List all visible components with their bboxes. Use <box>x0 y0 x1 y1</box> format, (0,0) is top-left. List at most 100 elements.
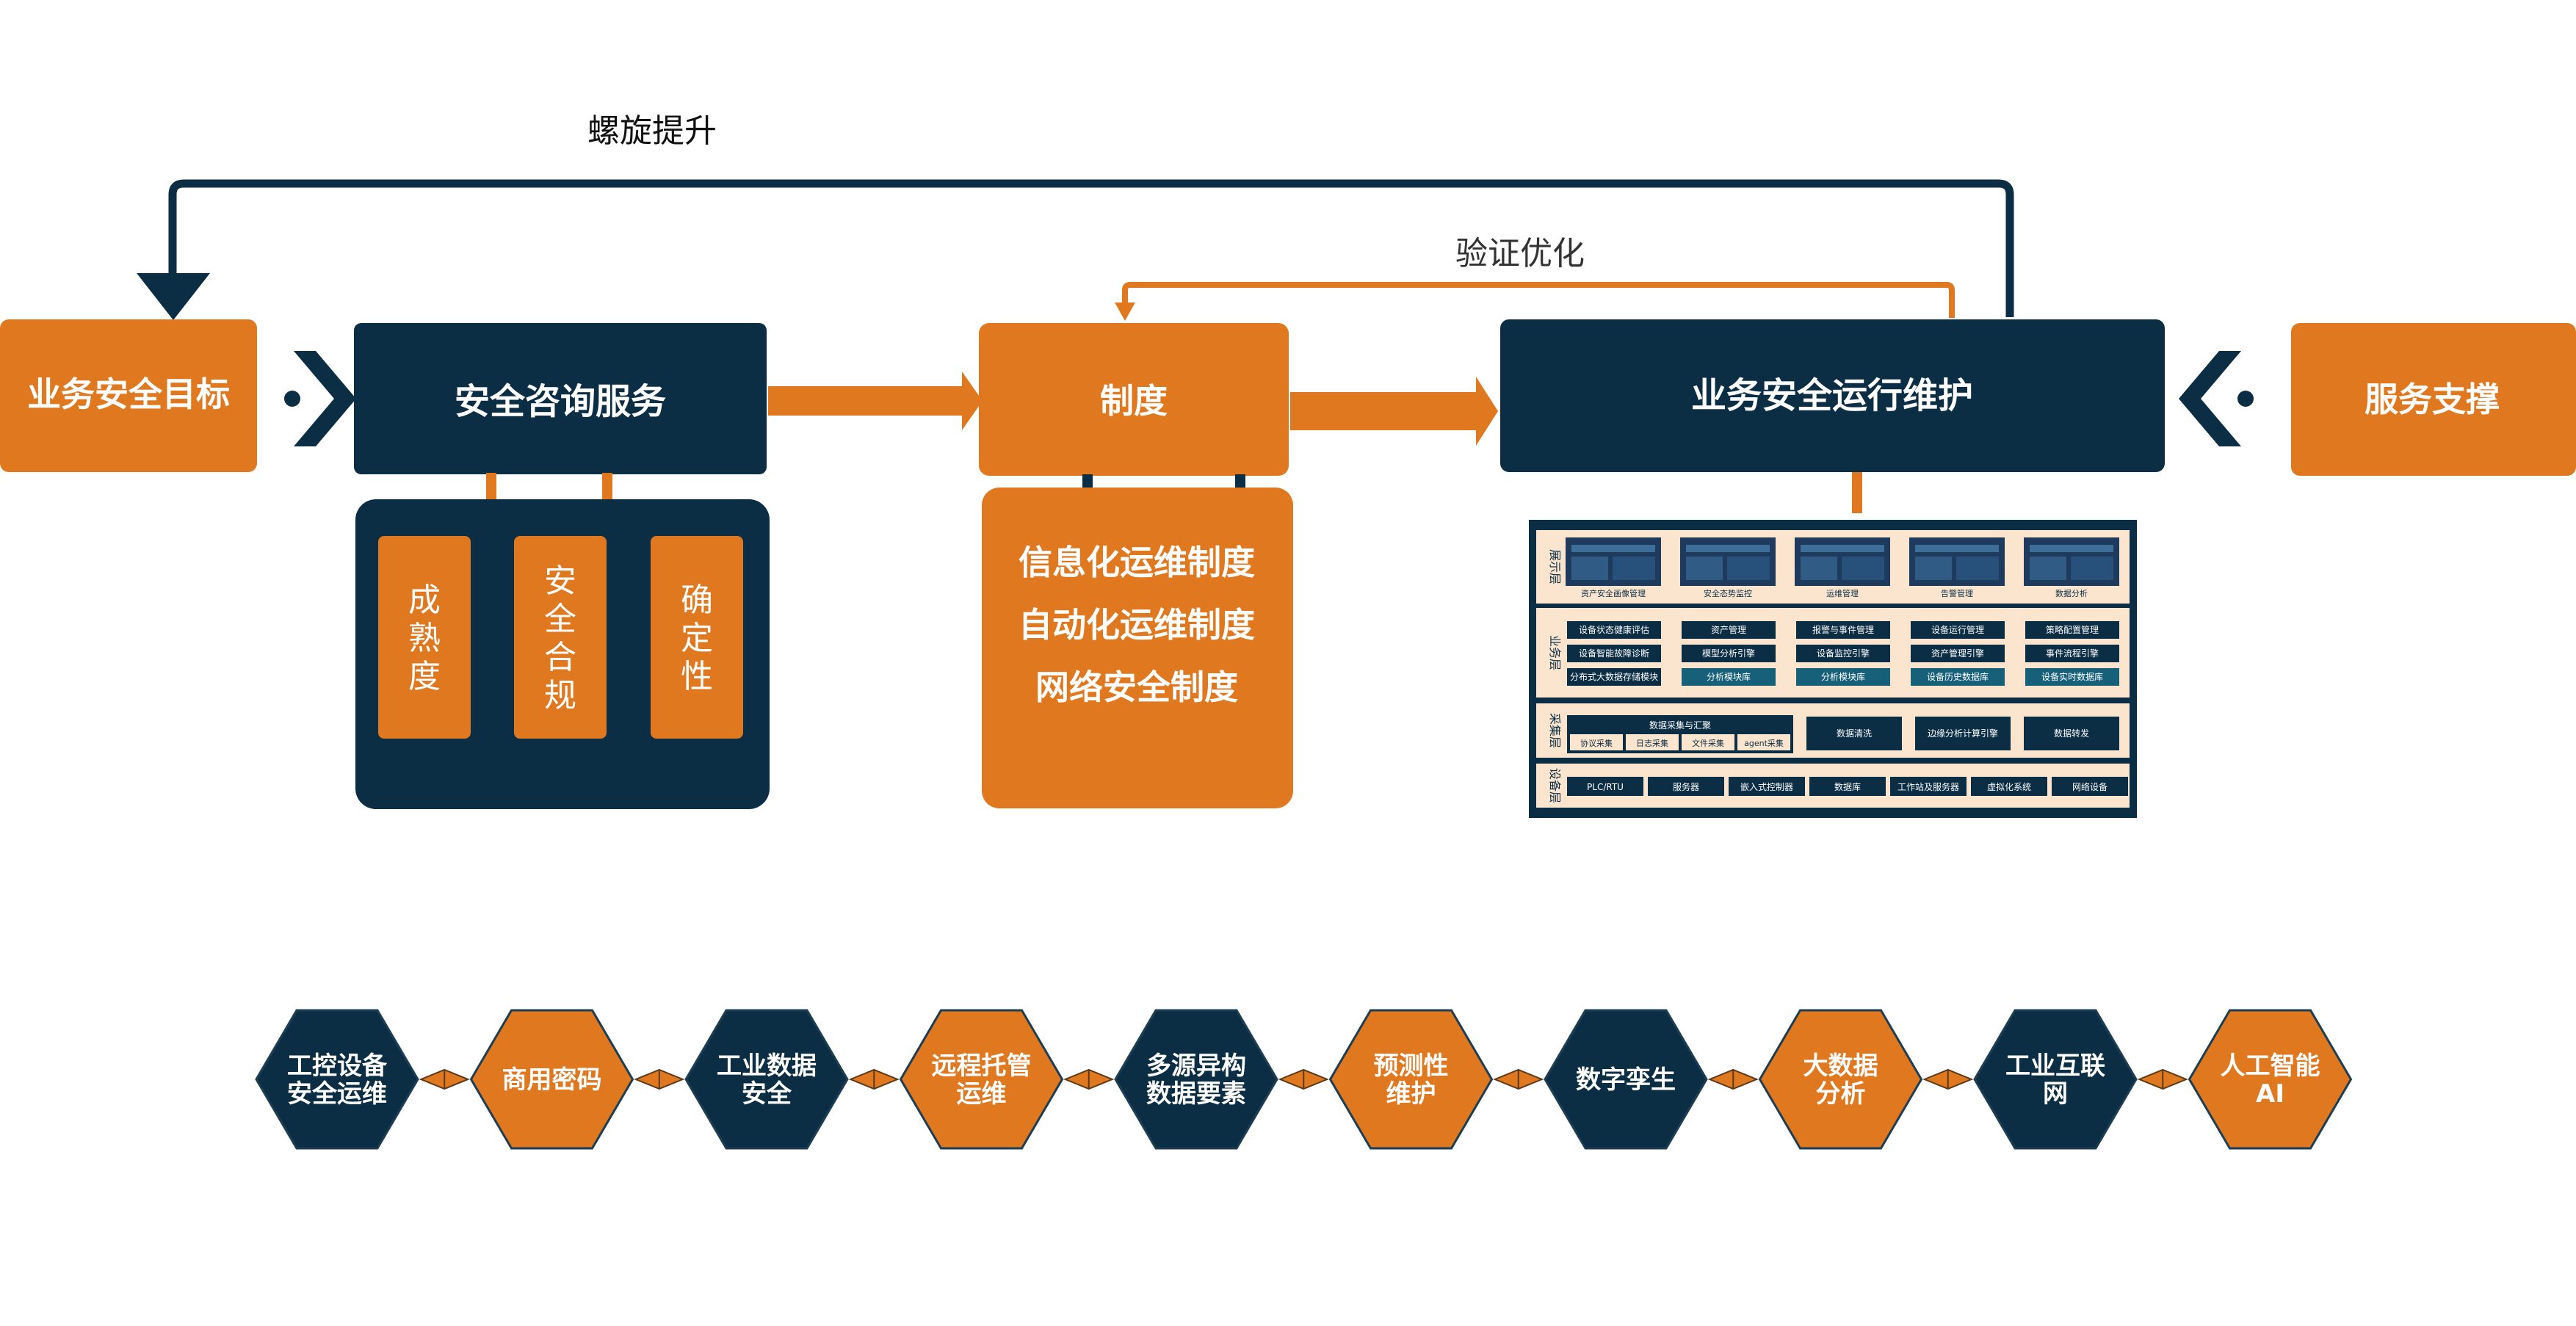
collect-item-label: 日志采集 <box>1636 738 1668 748</box>
business-module-label: 分析模块库 <box>1821 671 1865 682</box>
business-module <box>2025 621 2119 639</box>
device-item <box>1729 777 1805 796</box>
dashboard-thumbnail-bar <box>1801 545 1884 552</box>
dashboard-caption: 运维管理 <box>1826 588 1859 598</box>
consult-box <box>354 323 767 474</box>
consult-item-box <box>514 536 607 739</box>
dashboard-caption: 数据分析 <box>2055 588 2088 598</box>
capability-label: 工业数据安全 <box>717 1051 817 1109</box>
device-item-label: PLC/RTU <box>1587 782 1624 792</box>
device-item-label: 数据库 <box>1834 781 1861 792</box>
business-module-label: 策略配置管理 <box>2046 624 2099 635</box>
dashboard-thumbnail-panel <box>1915 557 1952 580</box>
chevron-left-dot <box>2237 391 2254 407</box>
layer-label: 设备层 <box>1548 768 1562 803</box>
goal-label: 业务安全目标 <box>27 374 230 414</box>
capability-hexagon <box>2188 1009 2353 1150</box>
system-item-label: 自动化运维制度 <box>1019 605 1255 645</box>
business-module <box>1682 645 1776 662</box>
capability-label: 多源异构数据要素 <box>1146 1051 1246 1109</box>
business-module <box>1567 645 1661 662</box>
device-item-label: 虚拟化系统 <box>1987 782 2031 792</box>
chevron-dot <box>284 391 300 407</box>
business-module <box>1567 621 1661 639</box>
spiral-loop-label: 螺旋提升 <box>587 112 717 150</box>
consult-item-label: 安全合规 <box>544 562 576 714</box>
business-module <box>2025 645 2119 662</box>
collect-module-label: 数据清洗 <box>1837 728 1872 739</box>
dashboard-thumbnail-panel <box>1571 557 1608 580</box>
consult-item-box <box>378 536 471 739</box>
capability-hexagon <box>899 1009 1064 1150</box>
collect-module <box>2024 717 2119 750</box>
collect-header: 数据采集与汇聚 <box>1649 720 1711 731</box>
arrow-system-ops-shaft <box>1290 392 1481 430</box>
business-module-label: 资产管理 <box>1711 624 1746 635</box>
dashboard-thumbnail-bar <box>1915 545 1999 552</box>
dashboard-thumbnail-panel <box>1801 557 1837 580</box>
arrow-consult-system-head <box>962 372 983 430</box>
layer-label: 展示层 <box>1548 549 1562 584</box>
business-module-label: 设备运行管理 <box>1931 624 1984 635</box>
capability-label: 工业互联网 <box>2005 1051 2105 1109</box>
dashboard-thumbnail-panel <box>1842 557 1884 580</box>
consult-connector-right <box>602 473 612 502</box>
verify-loop-arrowhead <box>1115 302 1135 321</box>
business-module <box>1567 668 1661 686</box>
support-box <box>2291 323 2576 476</box>
dashboard-caption: 资产安全画像管理 <box>1581 588 1646 598</box>
dashboard-caption: 告警管理 <box>1941 588 1973 598</box>
device-item-label: 工作站及服务器 <box>1897 781 1959 792</box>
capability-hexagon <box>469 1009 634 1150</box>
ops-platform-architecture: 展示层业务层采集层设备层资产安全画像管理安全态势监控运维管理告警管理数据分析设备… <box>1529 520 2137 818</box>
arrow-consult-system-shaft <box>768 386 965 416</box>
capability-hexagon <box>1973 1009 2138 1150</box>
business-module-label: 分析模块库 <box>1707 671 1751 682</box>
business-module-label: 分布式大数据存储模块 <box>1570 671 1658 682</box>
business-module <box>1682 668 1776 686</box>
business-module-label: 设备监控引擎 <box>1817 648 1870 659</box>
device-item <box>1567 777 1643 796</box>
consult-label: 安全咨询服务 <box>455 381 666 422</box>
system-box <box>979 323 1289 476</box>
capability-label: 数字孪生 <box>1576 1065 1676 1095</box>
capability-label: 商用密码 <box>502 1065 602 1095</box>
business-module-label: 设备实时数据库 <box>2041 671 2103 682</box>
device-item <box>2052 777 2128 796</box>
layer-label: 采集层 <box>1548 713 1562 748</box>
dashboard-thumbnail-panel <box>1686 557 1723 580</box>
system-item-label: 网络安全制度 <box>1035 667 1238 707</box>
business-module <box>1911 645 2005 662</box>
capability-hexagon <box>1114 1009 1278 1150</box>
dashboard-thumbnail-bar <box>1571 545 1655 552</box>
capability-hexagon <box>255 1009 419 1150</box>
dashboard-thumbnail-panel <box>1956 557 1999 580</box>
collect-item-label: 协议采集 <box>1580 738 1613 748</box>
device-item-label: 网络设备 <box>2072 781 2108 792</box>
ops-label: 业务安全运行维护 <box>1691 375 1973 416</box>
collect-module-label: 边缘分析计算引擎 <box>1928 728 1998 739</box>
business-module-label: 设备状态健康评估 <box>1579 624 1649 635</box>
business-module <box>2025 668 2119 686</box>
dashboard-thumbnail-bar <box>1686 545 1770 552</box>
system-label: 制度 <box>1100 381 1168 421</box>
ops-connector <box>1852 472 1862 513</box>
collect-module <box>1806 717 1902 750</box>
dashboard-thumbnail-panel <box>2030 557 2066 580</box>
capability-label: 远程托管运维 <box>932 1051 1032 1109</box>
business-module <box>1911 621 2005 639</box>
goal-box <box>0 319 257 472</box>
spiral-loop-arrowhead <box>137 273 210 320</box>
business-module-label: 设备历史数据库 <box>1927 671 1989 682</box>
capability-hexagon <box>684 1009 849 1150</box>
business-module <box>1796 621 1890 639</box>
collect-module-label: 数据转发 <box>2054 728 2089 739</box>
capability-label: 预测性维护 <box>1374 1051 1449 1109</box>
capability-label: 工控设备安全运维 <box>287 1051 388 1109</box>
device-item <box>1971 777 2047 796</box>
collect-item-label: 文件采集 <box>1692 738 1724 748</box>
collect-item <box>1626 734 1679 750</box>
consult-connector-left <box>486 473 496 502</box>
